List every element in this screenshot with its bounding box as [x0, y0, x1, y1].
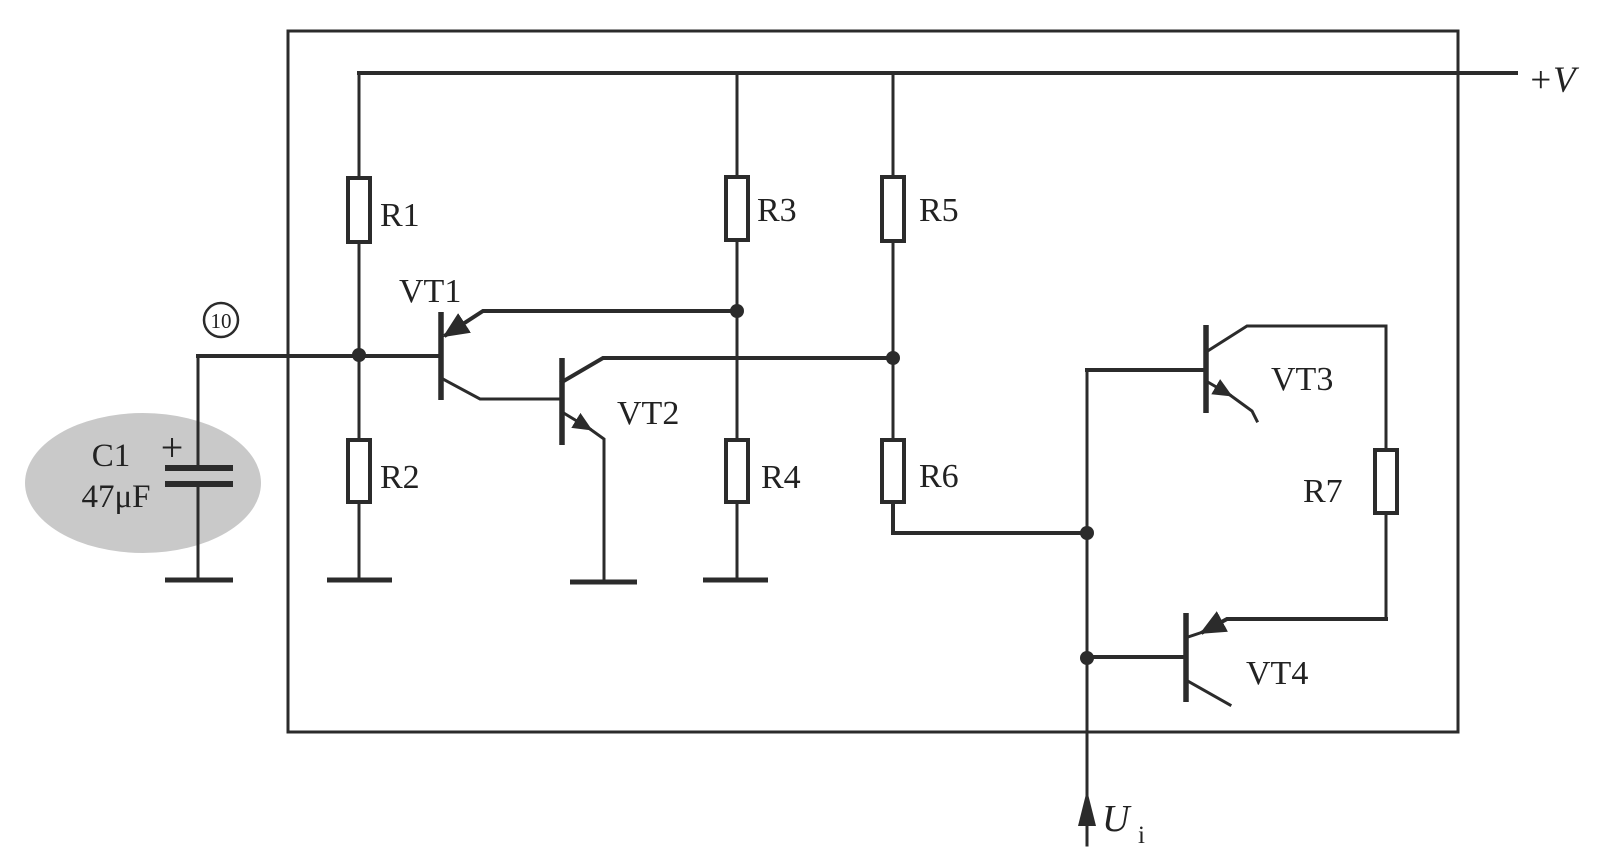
vt3-collector-lead: [1203, 324, 1388, 355]
pin-10-badge: [202, 301, 240, 339]
resistor-branch-r7: [1373, 324, 1399, 621]
input-signal-arrow: [1078, 790, 1096, 826]
resistor-body-R6: [880, 438, 906, 504]
resistor-label-R6: R6: [919, 458, 959, 495]
junction-dot: [730, 304, 744, 318]
input-signal-label: U: [1102, 798, 1132, 840]
transistor-VT1: [438, 309, 739, 401]
transistor-label-VT3: VT3: [1271, 361, 1333, 398]
junction-dot: [1080, 526, 1094, 540]
resistor-body-R1: [346, 176, 372, 244]
vt3-emitter-arrow: [1203, 378, 1233, 398]
vt2-emitter-to-ground: [587, 426, 606, 580]
highlight-ellipse: [25, 413, 261, 553]
resistor-body-R5: [880, 175, 906, 243]
transistor-label-VT4: VT4: [1246, 655, 1308, 692]
vt2-emitter-arrow: [559, 409, 593, 432]
junction-dot: [352, 348, 366, 362]
resistor-column-r1-r2: [327, 71, 392, 583]
vt4-collector-lead: [1183, 677, 1233, 708]
capacitor-polarity-mark: +: [161, 425, 184, 470]
vt4-emitter-tip: [1186, 630, 1205, 639]
vt1-collector-lead: [438, 375, 564, 401]
resistor-body-R4: [724, 438, 750, 504]
junction-dot: [1080, 651, 1094, 665]
resistor-column-r3-r4: [703, 71, 768, 583]
capacitor-value-label: 47μF: [81, 479, 150, 515]
transistor-label-VT2: VT2: [617, 395, 679, 432]
transistor-label-VT1: VT1: [399, 273, 461, 310]
resistor-column-r5-r6: [880, 71, 1089, 535]
pin-10-label: 10: [211, 309, 232, 333]
transistor-VT2: [559, 356, 895, 585]
wire-r6-elbow: [891, 500, 1089, 535]
junction-dot: [886, 351, 900, 365]
input-signal-subscript: i: [1138, 822, 1145, 849]
power-rail-label: +V: [1528, 60, 1580, 101]
vt1-emitter-lead: [442, 309, 739, 338]
resistor-label-R1: R1: [380, 197, 420, 234]
capacitor-ref-label: C1: [92, 438, 131, 474]
resistor-label-R2: R2: [380, 459, 420, 496]
resistor-label-R7: R7: [1303, 473, 1343, 510]
transistor-VT3: [1085, 324, 1388, 424]
resistor-label-R4: R4: [761, 459, 801, 496]
resistor-body-R7: [1373, 448, 1399, 515]
transistor-VT4: [1085, 611, 1388, 708]
resistor-body-R2: [346, 438, 372, 504]
vt3-emitter-tail: [1227, 392, 1260, 424]
resistor-label-R3: R3: [757, 192, 797, 229]
resistor-label-R5: R5: [919, 192, 959, 229]
vt4-emitter-lead: [1199, 611, 1388, 635]
capacitor-C1-branch: [165, 301, 441, 583]
vt2-collector-lead: [559, 356, 895, 385]
resistor-body-R3: [724, 175, 750, 242]
ic-boundary-box: [286, 29, 1460, 734]
